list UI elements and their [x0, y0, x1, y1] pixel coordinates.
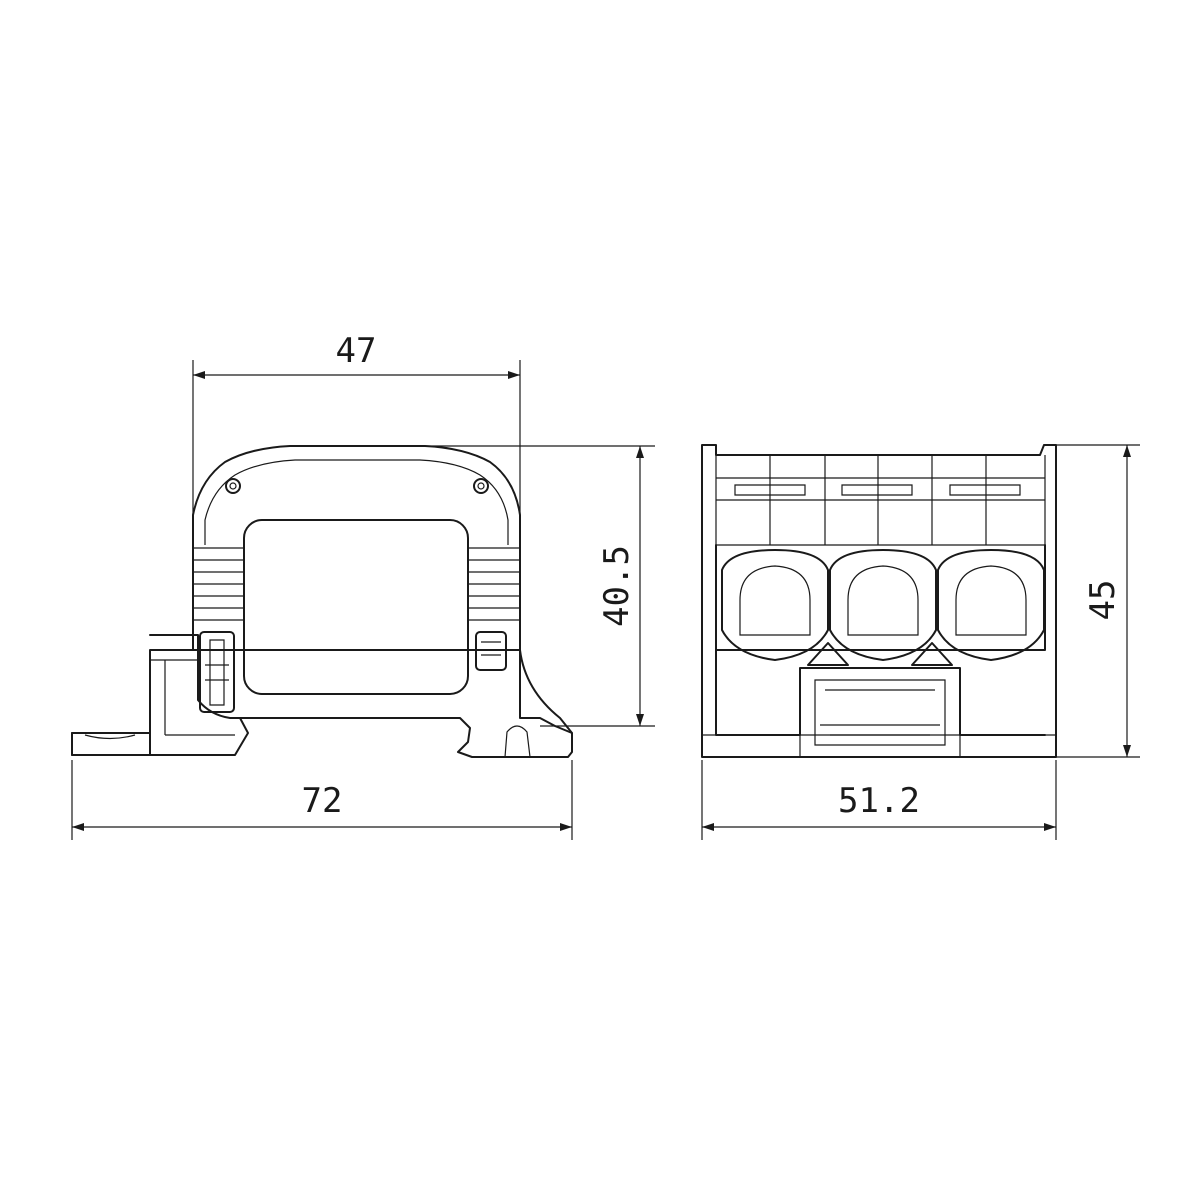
- side-screw-right: [473, 478, 489, 494]
- side-base-plate: [71, 649, 573, 758]
- front-body: [701, 444, 1057, 758]
- dimension-label-45: 45: [1083, 580, 1123, 621]
- dimension-label-72: 72: [302, 781, 343, 821]
- front-view: [701, 444, 1057, 758]
- side-view: [71, 445, 573, 758]
- side-right-latch: [475, 631, 507, 671]
- side-screw-left: [225, 478, 241, 494]
- side-housing: [192, 445, 521, 651]
- front-terminals: [716, 455, 1045, 545]
- dimension-label-40-5: 40.5: [597, 545, 637, 627]
- dimension-45: 45: [1056, 444, 1140, 758]
- front-wire-entries: [721, 549, 1045, 661]
- side-left-latch: [199, 631, 235, 713]
- front-triangle-right: [911, 642, 953, 666]
- side-left-bracket: [149, 634, 241, 719]
- dimension-40-5: 40.5: [425, 445, 655, 727]
- dimension-72: 72: [71, 760, 573, 840]
- side-right-bracket: [519, 649, 573, 734]
- dimension-label-47: 47: [336, 331, 377, 371]
- side-left-tab: [71, 732, 151, 756]
- side-ribs: [193, 547, 520, 621]
- front-din-slot: [814, 679, 946, 746]
- front-triangle-left: [807, 642, 849, 666]
- dimension-51-2: 51.2: [701, 760, 1057, 840]
- dimension-label-51-2: 51.2: [838, 781, 920, 821]
- dimension-47: 47: [192, 331, 521, 520]
- side-label-plate: [243, 519, 469, 695]
